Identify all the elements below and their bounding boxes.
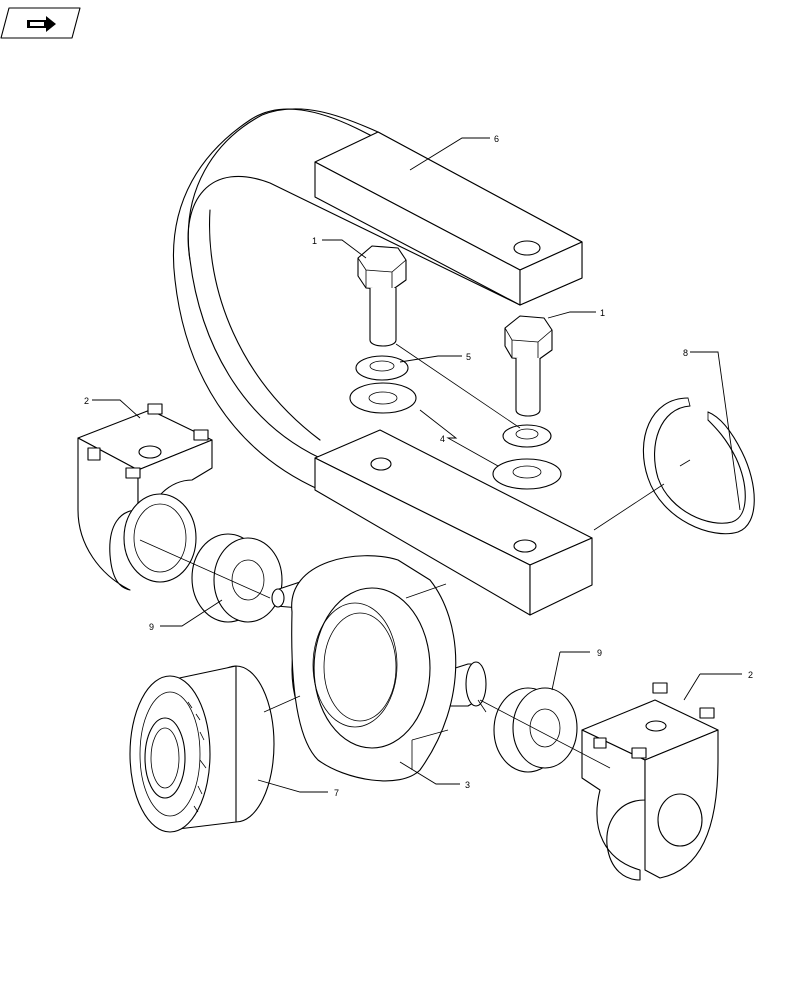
callout-5: 5: [466, 352, 471, 362]
callout-labels: 6 1 1 5 8 2 4 9 9 2 7 3: [84, 134, 753, 798]
snap-ring-part: [642, 397, 755, 535]
bolt-right-part: [504, 315, 553, 417]
callout-9-left: 9: [149, 622, 154, 632]
callout-9-right: 9: [597, 648, 602, 658]
assembly-guide-lines: [139, 343, 691, 769]
bolt-left-part: [357, 245, 407, 347]
bushing-right-part: [493, 687, 578, 773]
callout-4: 4: [440, 434, 445, 444]
u-bracket-part: [173, 108, 593, 616]
bearing-housing-part: [271, 555, 487, 782]
lock-washer-left-part: [355, 355, 409, 381]
callout-7: 7: [334, 788, 339, 798]
callout-6: 6: [494, 134, 499, 144]
callout-1-left: 1: [312, 236, 317, 246]
callout-1-right: 1: [600, 308, 605, 318]
roller-bearing-part: [129, 665, 275, 833]
bracket-left-part: [77, 403, 213, 591]
return-arrow-icon: [27, 16, 56, 32]
callout-2-right: 2: [748, 670, 753, 680]
bushing-left-part: [191, 533, 283, 623]
callout-2-left: 2: [84, 396, 89, 406]
callout-8: 8: [683, 348, 688, 358]
flat-washer-left-part: [349, 382, 417, 414]
lock-washer-right-part: [502, 424, 552, 448]
callout-3: 3: [465, 780, 470, 790]
flat-washer-right-part: [492, 458, 562, 490]
nav-back-button[interactable]: [0, 7, 81, 39]
bracket-right-part: [581, 682, 719, 881]
callout-leaders: [92, 137, 742, 793]
